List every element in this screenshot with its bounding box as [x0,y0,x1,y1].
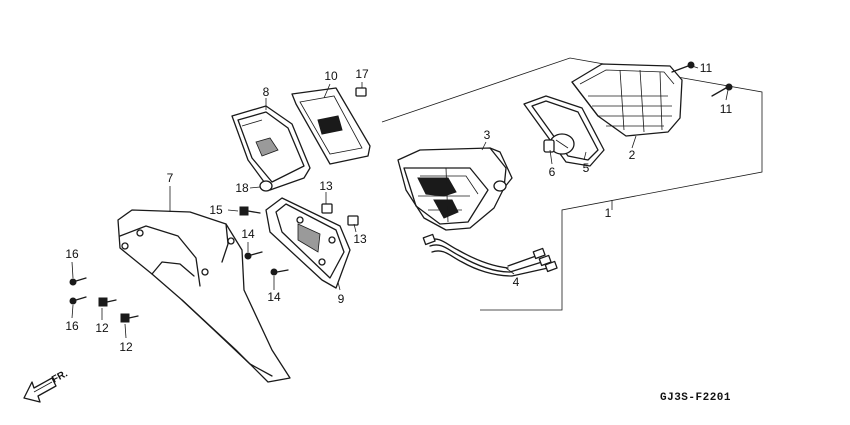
callout-17: 17 [355,67,369,81]
part-bulb [543,133,575,155]
hardware-nut-13a [321,203,333,214]
hardware-bolt-12b [120,313,139,323]
hardware-screw-16a [69,277,87,286]
callout-11-lower: 11 [720,102,733,116]
hardware-screw-11a [671,61,695,73]
hardware-bolt-12a [98,297,117,307]
callout-4: 4 [513,275,520,289]
part-rear-lens [571,63,683,137]
diagram-code: GJ3S-F2201 [660,392,731,404]
part-rear-fender [117,209,291,383]
callout-16-upper: 16 [65,247,79,261]
callout-13-lower: 13 [353,232,367,246]
callout-7: 7 [167,171,174,185]
callout-10: 10 [324,69,338,83]
callout-1: 1 [605,206,612,220]
part-wire-harness [422,233,558,277]
callout-5: 5 [583,161,590,175]
callout-14-lower: 14 [267,290,281,304]
callout-13-upper: 13 [319,179,333,193]
leader-lines [71,65,729,339]
callout-2: 2 [629,148,636,162]
callout-6: 6 [549,165,556,179]
callout-11-upper: 11 [700,61,713,75]
part-license-light-case [231,105,311,191]
part-license-light-lens [291,87,371,165]
assembly-group-outline [381,57,763,311]
part-license-bracket [265,197,351,289]
callout-12-lower: 12 [119,340,133,354]
callout-16-lower: 16 [65,319,79,333]
callout-9: 9 [338,292,345,306]
callout-12-upper: 12 [95,321,109,335]
hardware-screw-16b [69,296,87,305]
hardware-screw-14a [244,251,263,260]
direction-label: FR. [50,368,70,385]
callout-labels: 1 2 3 4 5 6 7 8 9 10 11 11 12 12 13 13 1… [65,61,732,354]
callout-8: 8 [263,85,270,99]
hardware-nut-17 [355,87,367,97]
callout-14-upper: 14 [241,227,255,241]
hardware-screw-14b [270,268,289,276]
part-tail-light-housing [397,147,513,231]
part-lens-gasket [523,95,605,167]
callout-3: 3 [484,128,491,142]
callout-18: 18 [235,181,249,195]
callout-15: 15 [209,203,223,217]
front-direction-arrow: FR. [23,368,70,403]
hardware-screw-11b [711,83,733,97]
hardware-collar-18 [259,180,273,192]
hardware-bolt-15 [239,206,261,216]
hardware-nut-13b [347,215,359,226]
